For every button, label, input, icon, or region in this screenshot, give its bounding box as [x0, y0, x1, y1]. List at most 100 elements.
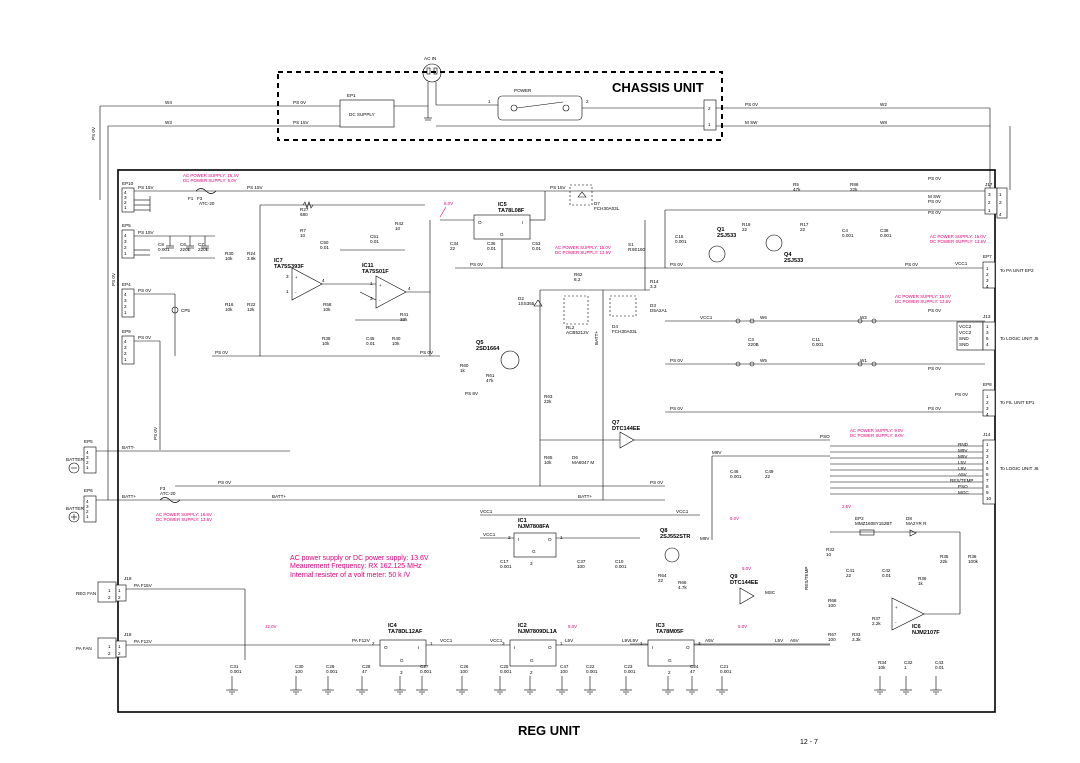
svg-text:BATTERY: BATTERY [66, 457, 87, 462]
svg-text:0.001: 0.001 [880, 233, 892, 238]
svg-text:3: 3 [86, 455, 89, 460]
ps0v-label-a: PS 0V [215, 350, 229, 355]
svg-text:J17: J17 [985, 182, 993, 187]
svg-text:10: 10 [826, 552, 832, 557]
svg-text:0.001: 0.001 [500, 564, 512, 569]
svg-text:2: 2 [586, 99, 589, 104]
svg-text:R40: R40 [392, 336, 401, 341]
svg-text:W1: W1 [860, 358, 867, 363]
svg-text:M9V: M9V [700, 536, 710, 541]
svg-text:1SS355: 1SS355 [518, 301, 535, 306]
svg-text:1: 1 [370, 281, 373, 286]
svg-text:IC4: IC4 [388, 623, 398, 629]
svg-text:BATT+: BATT+ [578, 494, 592, 499]
svg-text:3.9k: 3.9k [247, 256, 256, 261]
svg-text:W5: W5 [760, 358, 767, 363]
svg-text:EP2: EP2 [855, 516, 864, 521]
svg-text:NJM2107F: NJM2107F [912, 630, 940, 636]
svg-text:W2: W2 [860, 315, 867, 320]
svg-text:R86: R86 [850, 182, 859, 187]
svg-text:R35: R35 [940, 554, 949, 559]
svg-text:+: + [379, 283, 382, 288]
svg-text:L5V: L5V [775, 638, 784, 643]
svg-text:3: 3 [986, 406, 989, 411]
q1-mosfet: Q1 2SJ533 [708, 227, 736, 263]
note-dc-e: DC POWER SUPPLY: 9.0V [850, 433, 904, 438]
svg-text:BATT-: BATT- [122, 445, 135, 450]
svg-text:10k: 10k [322, 341, 330, 346]
page-number: 12 - 7 [800, 739, 818, 746]
svg-text:C51: C51 [370, 234, 379, 239]
svg-text:0.001: 0.001 [720, 669, 732, 674]
svg-text:3: 3 [530, 561, 533, 566]
svg-text:C27: C27 [420, 664, 429, 669]
svg-text:1: 1 [108, 644, 111, 649]
svg-text:CP5: CP5 [181, 308, 190, 313]
svg-text:O: O [686, 645, 690, 650]
svg-text:5: 5 [986, 466, 989, 471]
svg-text:C6: C6 [180, 242, 186, 247]
note-9v: 9.0V [730, 516, 739, 521]
svg-text:R41: R41 [400, 312, 409, 317]
svg-text:R5: R5 [793, 182, 799, 187]
svg-text:PS 15V: PS 15V [138, 185, 155, 190]
svg-text:0.001: 0.001 [586, 669, 598, 674]
svg-text:C24: C24 [690, 664, 699, 669]
note-dc-c: DC POWER SUPPLY: 13.6V [930, 239, 986, 244]
svg-text:22: 22 [800, 227, 806, 232]
svg-text:0.001: 0.001 [500, 669, 512, 674]
svg-text:2: 2 [108, 595, 111, 600]
svg-text:9: 9 [986, 490, 989, 495]
svg-text:EP5: EP5 [84, 439, 93, 444]
svg-text:O: O [384, 645, 388, 650]
svg-text:IC11: IC11 [362, 263, 374, 269]
svg-text:MA8047 M: MA8047 M [572, 460, 594, 465]
svg-text:C50: C50 [320, 240, 329, 245]
svg-text:1: 1 [986, 394, 989, 399]
svg-text:C30: C30 [295, 664, 304, 669]
svg-text:R64: R64 [658, 573, 667, 578]
svg-text:D5A2A1: D5A2A1 [650, 308, 668, 313]
svg-text:C46: C46 [730, 469, 739, 474]
svg-text:PS 0V: PS 0V [293, 100, 307, 105]
svg-text:0.001: 0.001 [420, 669, 432, 674]
svg-text:100k: 100k [968, 559, 979, 564]
vcc1-label-b: VCC1 [676, 509, 689, 514]
svg-text:100: 100 [460, 669, 468, 674]
svg-text:RXE160: RXE160 [628, 247, 646, 252]
svg-text:O: O [548, 645, 552, 650]
svg-text:Q4: Q4 [784, 252, 792, 258]
svg-text:VCC2: VCC2 [959, 324, 972, 329]
svg-text:47: 47 [690, 669, 696, 674]
svg-text:4: 4 [408, 286, 411, 291]
svg-text:Q1: Q1 [717, 227, 724, 233]
svg-text:22: 22 [765, 474, 771, 479]
svg-text:IC1: IC1 [518, 518, 527, 524]
svg-text:10k: 10k [392, 341, 400, 346]
svg-text:R32: R32 [826, 547, 835, 552]
svg-text:PA F12V: PA F12V [352, 638, 371, 643]
svg-text:4.7k: 4.7k [678, 585, 687, 590]
svg-text:R65: R65 [544, 455, 553, 460]
svg-text:TA78M05F: TA78M05F [656, 629, 684, 635]
svg-text:ATC-20: ATC-20 [199, 201, 215, 206]
ps0v-label-f: PS 0V [905, 262, 919, 267]
svg-text:100: 100 [577, 564, 585, 569]
svg-text:PS 0V: PS 0V [928, 176, 942, 181]
svg-text:SND: SND [959, 336, 969, 341]
svg-text:2: 2 [986, 272, 989, 277]
vcc1-label-a: VCC1 [480, 509, 493, 514]
svg-text:C47: C47 [560, 664, 569, 669]
svg-text:R39: R39 [322, 336, 331, 341]
svg-text:4: 4 [124, 190, 127, 195]
svg-text:2: 2 [86, 460, 89, 465]
svg-text:W8: W8 [880, 120, 887, 125]
